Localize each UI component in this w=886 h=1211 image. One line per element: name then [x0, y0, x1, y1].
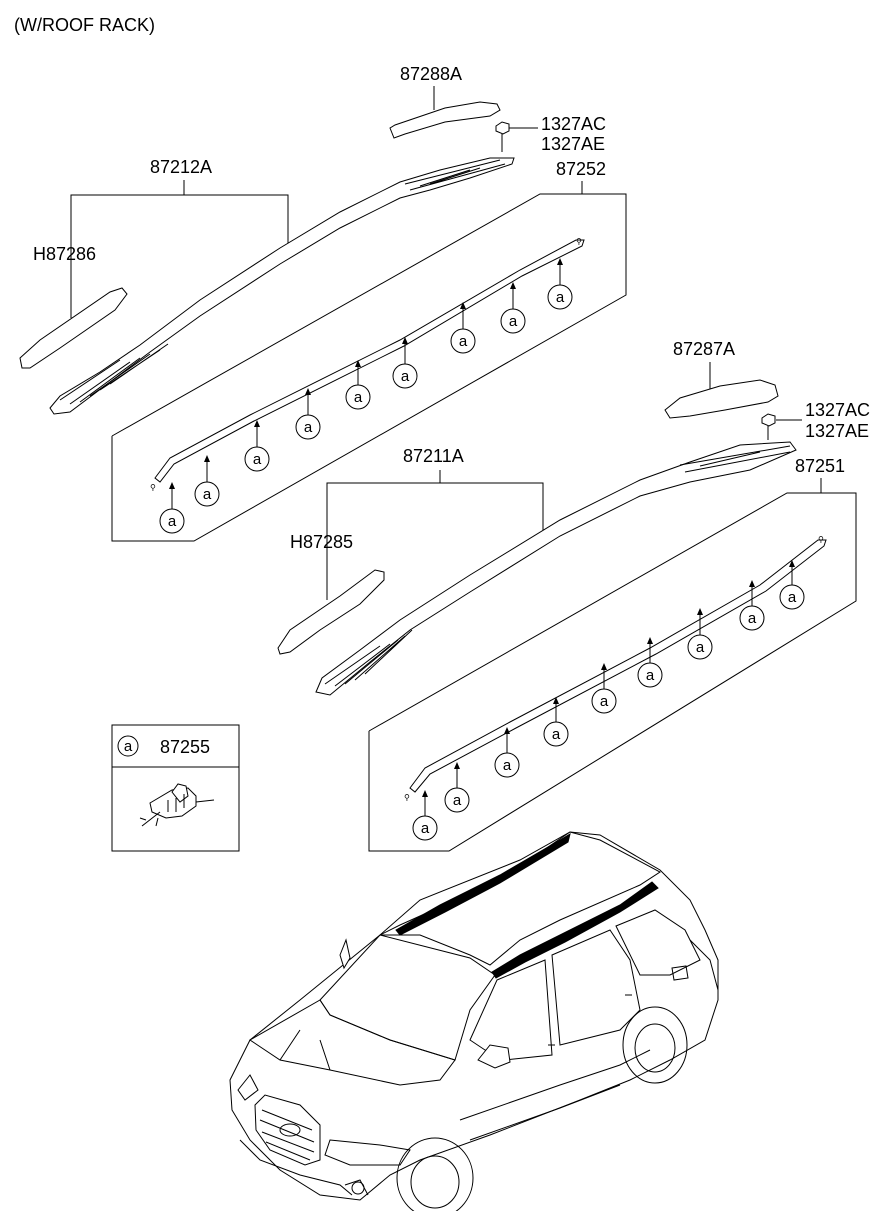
roof-rail-87211A: [315, 441, 797, 696]
legend-bubble: a: [117, 735, 139, 757]
cover-87288A: [389, 101, 501, 139]
clip-callout-bubble: a: [500, 282, 526, 334]
clip-callout-letter: a: [304, 419, 313, 436]
clip-callout-bubble: a: [779, 560, 805, 610]
label-87288A: 87288A: [400, 64, 462, 84]
lower-assembly: 87287A 1327AC 1327AE 87211A H87285 87251…: [277, 339, 870, 852]
end-cover-H87285: [277, 569, 385, 655]
strip-87251: [409, 539, 827, 793]
label-1327AC-upper: 1327AC: [541, 114, 606, 134]
label-1327AE-upper: 1327AE: [541, 134, 605, 154]
clip-callout-letter: a: [401, 368, 410, 385]
clip-callout-bubble: a: [412, 790, 438, 841]
end-cover-H87286: [19, 287, 128, 369]
clip-callout-letter: a: [552, 726, 561, 743]
svg-text:⚲: ⚲: [150, 483, 156, 492]
clip-callout-letter: a: [748, 610, 757, 627]
label-H87286: H87286: [33, 244, 96, 264]
clip-callout-bubble: a: [444, 762, 470, 813]
clip-callout-letter: a: [509, 313, 518, 330]
clip-callout-letter: a: [503, 757, 512, 774]
clip-callout-bubble: a: [244, 420, 270, 472]
clip-callout-bubble: a: [543, 697, 569, 747]
clip-callout-letter: a: [600, 693, 609, 710]
legend-part-87255: 87255: [160, 737, 210, 757]
clip-callout-letter: a: [203, 486, 212, 503]
clip-callouts-lower: a a a a a a a a a: [412, 560, 805, 841]
vehicle-illustration: [229, 831, 719, 1211]
roof-rail-87212A: [49, 157, 515, 415]
label-1327AC-lower: 1327AC: [805, 400, 870, 420]
clip-callout-bubble: a: [345, 360, 371, 410]
clip-callout-bubble: a: [392, 337, 418, 389]
clip-callout-bubble: a: [637, 637, 663, 688]
nut-upper: [495, 121, 510, 135]
label-87252: 87252: [556, 159, 606, 179]
clip-callout-letter: a: [696, 639, 705, 656]
svg-text:⚲: ⚲: [818, 535, 824, 544]
label-87211A: 87211A: [403, 446, 464, 466]
clip-callouts-upper: a a a a a a a a a: [159, 258, 573, 534]
nut-lower: [761, 413, 776, 427]
clip-callout-bubble: a: [739, 580, 765, 631]
label-1327AE-lower: 1327AE: [805, 421, 869, 441]
label-87287A: 87287A: [673, 339, 735, 359]
legend-symbol: a: [124, 738, 133, 755]
clip-callout-letter: a: [788, 589, 797, 606]
clip-callout-bubble: a: [547, 258, 573, 310]
svg-text:⚲: ⚲: [404, 793, 410, 802]
clip-callout-bubble: a: [159, 482, 185, 534]
label-87251: 87251: [795, 456, 845, 476]
clip-callout-bubble: a: [494, 727, 520, 778]
label-H87285: H87285: [290, 532, 353, 552]
clip-callout-letter: a: [556, 289, 565, 306]
cover-87287A: [664, 379, 779, 419]
upper-assembly: 87288A 1327AC 1327AE 87212A H87286 87252…: [19, 64, 627, 542]
clip-callout-letter: a: [354, 389, 363, 406]
clip-87255-drawing: [139, 783, 215, 827]
diagram-title: (W/ROOF RACK): [14, 15, 155, 35]
svg-text:⚲: ⚲: [576, 237, 582, 246]
clip-callout-letter: a: [253, 451, 262, 468]
box-87251: [368, 492, 857, 852]
clip-callout-bubble: a: [591, 663, 617, 714]
clip-callout-bubble: a: [295, 388, 321, 440]
clip-callout-letter: a: [421, 820, 430, 837]
legend-box: a 87255: [111, 724, 240, 852]
clip-callout-bubble: a: [687, 608, 713, 660]
clip-callout-letter: a: [459, 333, 468, 350]
strip-87252: [154, 239, 585, 483]
clip-callout-bubble: a: [194, 455, 220, 507]
clip-callout-letter: a: [646, 667, 655, 684]
clip-callout-bubble: a: [450, 302, 476, 354]
clip-callout-letter: a: [168, 513, 177, 530]
clip-callout-letter: a: [453, 792, 462, 809]
box-87252: [111, 193, 627, 542]
label-87212A: 87212A: [150, 157, 212, 177]
